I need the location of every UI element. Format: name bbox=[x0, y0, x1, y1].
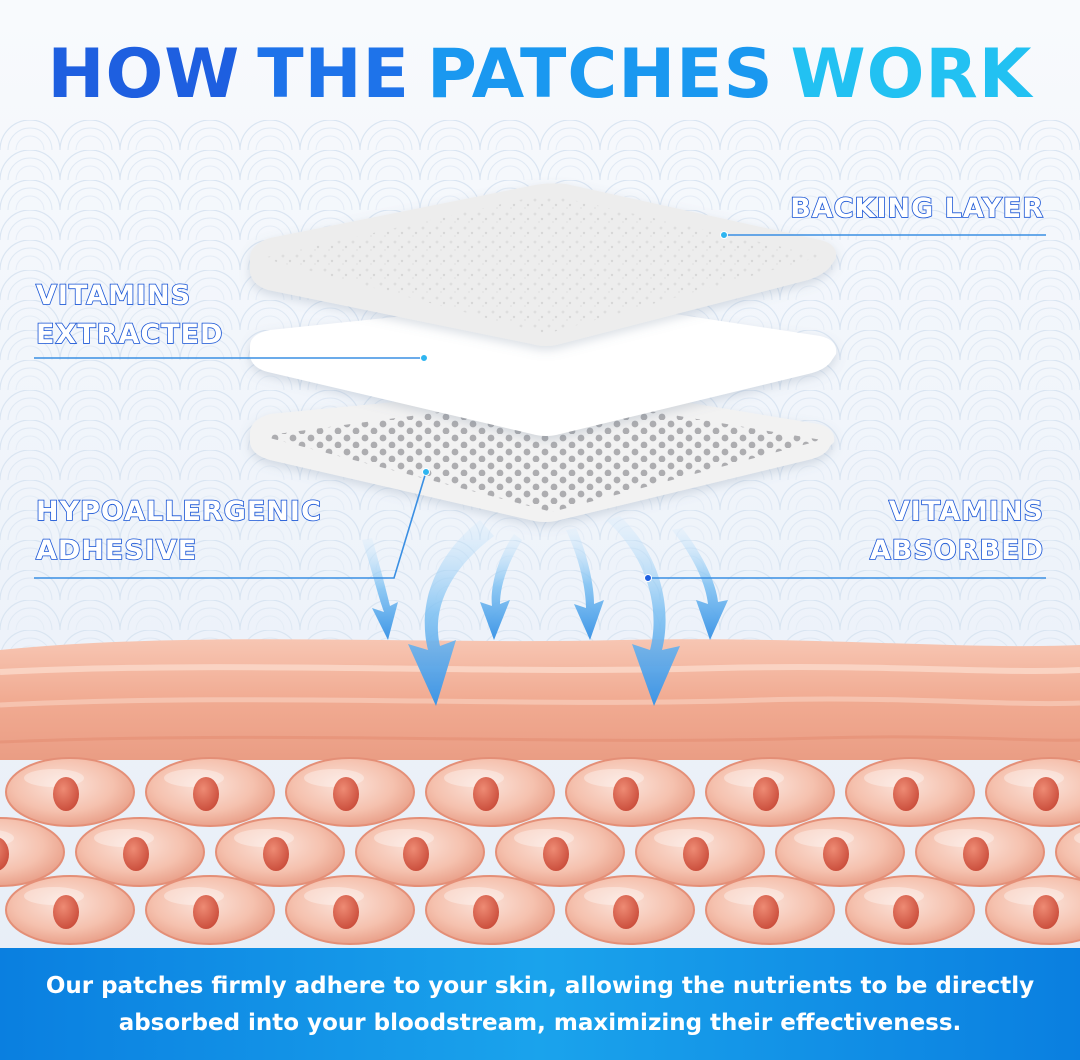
skin-cell bbox=[985, 875, 1080, 945]
skin-cell bbox=[565, 757, 695, 827]
skin-surface bbox=[0, 639, 1080, 760]
footer-line: absorbed into your bloodstream, maximizi… bbox=[118, 1010, 962, 1036]
skin-cell bbox=[985, 757, 1080, 827]
title-word: PATCHES bbox=[427, 35, 774, 114]
skin-cell bbox=[75, 817, 205, 887]
patch-layer-adhesive bbox=[250, 385, 835, 522]
title-word: HOW bbox=[47, 35, 241, 114]
label-hypoallergenic-adhesive: HYPOALLERGENIC ADHESIVE bbox=[35, 492, 322, 570]
skin-cell bbox=[145, 757, 275, 827]
skin-cell bbox=[1055, 824, 1080, 880]
footer-banner: Our patches firmly adhere to your skin, … bbox=[0, 948, 1080, 1060]
skin-cell bbox=[705, 875, 835, 945]
skin-cell bbox=[215, 817, 345, 887]
label-line: VITAMINS bbox=[35, 279, 192, 312]
patch-layer-vitamins bbox=[250, 299, 837, 436]
arrow-down-icon bbox=[362, 538, 398, 640]
skin-cell bbox=[5, 757, 135, 827]
skin-cell bbox=[425, 875, 555, 945]
skin-cell bbox=[355, 817, 485, 887]
skin-cell bbox=[425, 757, 555, 827]
title-word: WORK bbox=[790, 35, 1033, 114]
label-line: BACKING LAYER bbox=[789, 192, 1044, 225]
arrow-down-icon bbox=[606, 516, 680, 706]
arrow-down-icon bbox=[408, 520, 494, 706]
label-vitamins-absorbed: VITAMINS ABSORBED bbox=[869, 492, 1044, 570]
skin-cell bbox=[285, 757, 415, 827]
label-line: HYPOALLERGENIC bbox=[35, 495, 322, 528]
footer-text: Our patches firmly adhere to your skin, … bbox=[0, 968, 1080, 1042]
patch-layer-backing bbox=[250, 183, 837, 346]
arrow-down-icon bbox=[566, 528, 604, 640]
footer-line: Our patches firmly adhere to your skin, … bbox=[45, 973, 1035, 999]
arrow-down-icon bbox=[672, 528, 728, 640]
skin-cell bbox=[915, 817, 1045, 887]
skin-cell bbox=[705, 757, 835, 827]
title-word: THE bbox=[257, 35, 411, 114]
arrow-down-icon bbox=[480, 534, 522, 640]
skin-cell bbox=[5, 875, 135, 945]
label-vitamins-extracted: VITAMINS EXTRACTED bbox=[35, 276, 224, 354]
leader-lines bbox=[34, 231, 1046, 582]
skin-cell bbox=[0, 817, 65, 887]
skin-cell bbox=[285, 875, 415, 945]
skin-cell bbox=[845, 757, 975, 827]
label-line: ADHESIVE bbox=[35, 534, 198, 567]
skin-cell bbox=[845, 875, 975, 945]
skin-cell bbox=[565, 875, 695, 945]
skin-cells bbox=[0, 757, 1080, 945]
label-backing-layer: BACKING LAYER bbox=[789, 189, 1044, 228]
label-line: VITAMINS bbox=[888, 495, 1044, 528]
skin-cell bbox=[145, 875, 275, 945]
absorption-arrows bbox=[362, 516, 728, 706]
skin-cell bbox=[635, 817, 765, 887]
skin-cell bbox=[495, 817, 625, 887]
skin-cell bbox=[775, 817, 905, 887]
label-line: ABSORBED bbox=[869, 534, 1044, 567]
label-line: EXTRACTED bbox=[35, 318, 224, 351]
